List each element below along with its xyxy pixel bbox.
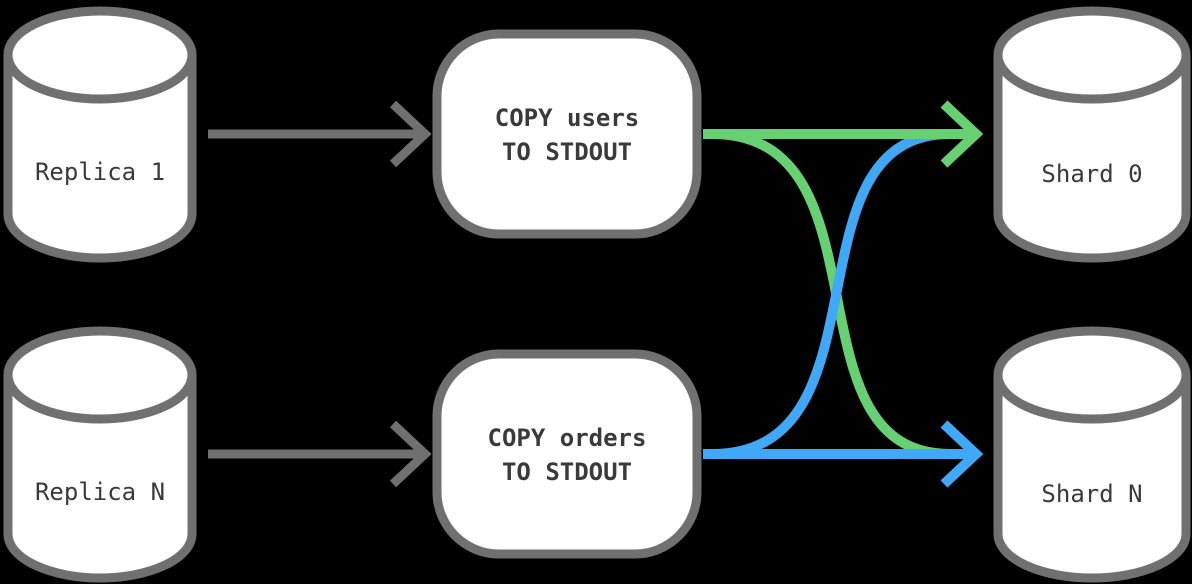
edge-copy-orders-to-shard-0-curve [711,129,951,459]
copy-orders-command-line-1: COPY orders [488,424,647,452]
shard-0-label: Shard 0 [1041,160,1142,188]
shard-n-label: Shard N [1041,480,1142,508]
database-cylinder-body [993,375,1191,583]
edge-copy-users-to-shard-0 [703,100,984,168]
edge-copy-users-to-shard-n-curve [711,129,951,459]
replica-1-label: Replica 1 [35,158,165,186]
node-shard-0: Shard 0 [993,6,1191,263]
database-cylinder-top [3,326,197,424]
database-cylinder-body [3,375,197,583]
node-replica-1: Replica 1 [3,6,197,263]
database-cylinder-body [3,55,197,263]
copy-users-command-line-2: TO STDOUT [502,138,632,166]
database-cylinder-top [3,6,197,104]
blue-arrowhead-icon [940,420,984,488]
node-shard-n: Shard N [993,326,1191,583]
gray-arrowhead-icon [389,100,432,168]
database-cylinder-body [993,55,1191,263]
copy-orders-command-line-2: TO STDOUT [502,458,632,486]
node-copy-orders: COPY orders TO STDOUT [432,349,702,559]
edge-copy-orders-to-shard-n [703,420,984,488]
node-copy-users: COPY users TO STDOUT [432,29,702,239]
database-cylinder-top [993,326,1191,424]
green-arrowhead-icon [940,100,984,168]
node-replica-n: Replica N [3,326,197,583]
edge-replica-n-to-copy-orders [208,420,432,488]
edge-replica-1-to-copy-users [208,100,432,168]
gray-arrowhead-icon [389,420,432,488]
copy-users-command-line-1: COPY users [495,104,640,132]
process-box [432,29,702,239]
replica-n-label: Replica N [35,478,165,506]
process-box [432,349,702,559]
database-cylinder-top [993,6,1191,104]
